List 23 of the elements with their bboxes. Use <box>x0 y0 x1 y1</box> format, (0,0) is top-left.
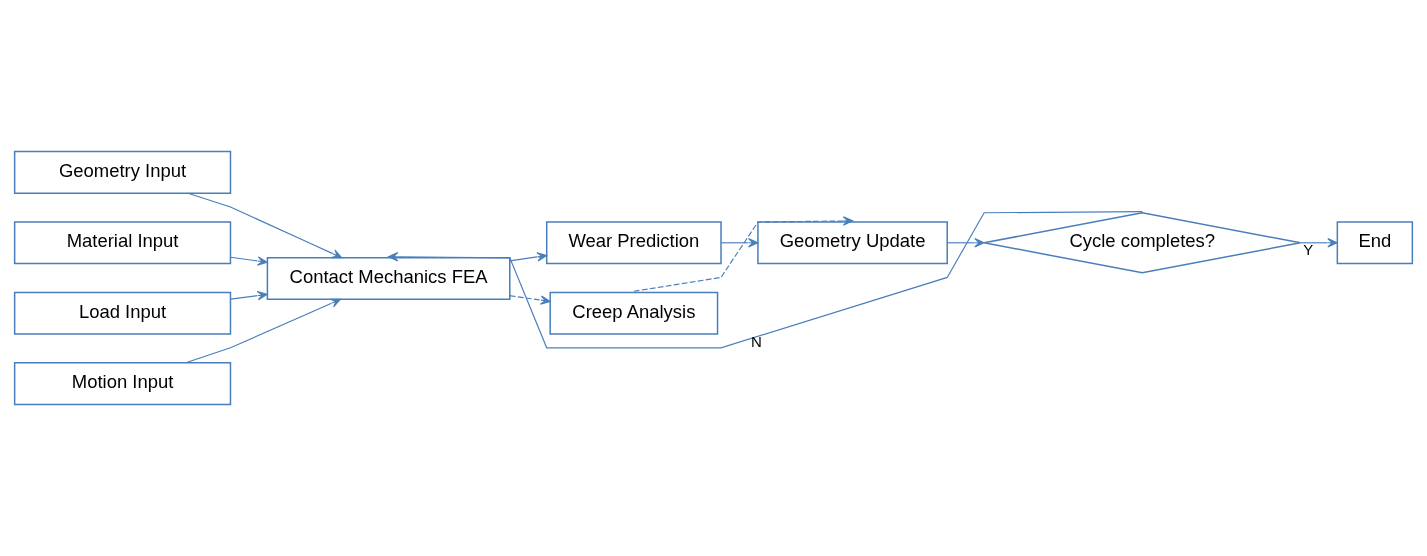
node-box: End <box>1336 221 1414 265</box>
node-box: Wear Prediction <box>545 221 722 265</box>
node-diamond: Cycle completes? <box>983 212 1302 274</box>
arrow <box>509 295 551 305</box>
arrow <box>509 252 548 262</box>
edge-label: N <box>750 333 762 351</box>
arrow <box>388 211 1143 349</box>
arrow <box>946 238 985 248</box>
arrow <box>230 256 268 266</box>
node-box: Material Input <box>13 221 232 265</box>
arrow <box>720 238 759 248</box>
arrow <box>185 298 341 364</box>
edge-label: Y <box>1303 240 1314 258</box>
arrow <box>187 192 343 259</box>
arrow <box>633 216 854 292</box>
node-box: Contact Mechanics FEA <box>266 257 511 301</box>
node-box: Load Input <box>13 291 232 335</box>
arrow <box>1299 238 1338 248</box>
node-box: Creep Analysis <box>549 291 719 335</box>
arrow <box>230 290 268 301</box>
node-box: Motion Input <box>13 362 232 406</box>
node-box: Geometry Input <box>13 150 232 194</box>
node-box: Geometry Update <box>757 221 948 265</box>
